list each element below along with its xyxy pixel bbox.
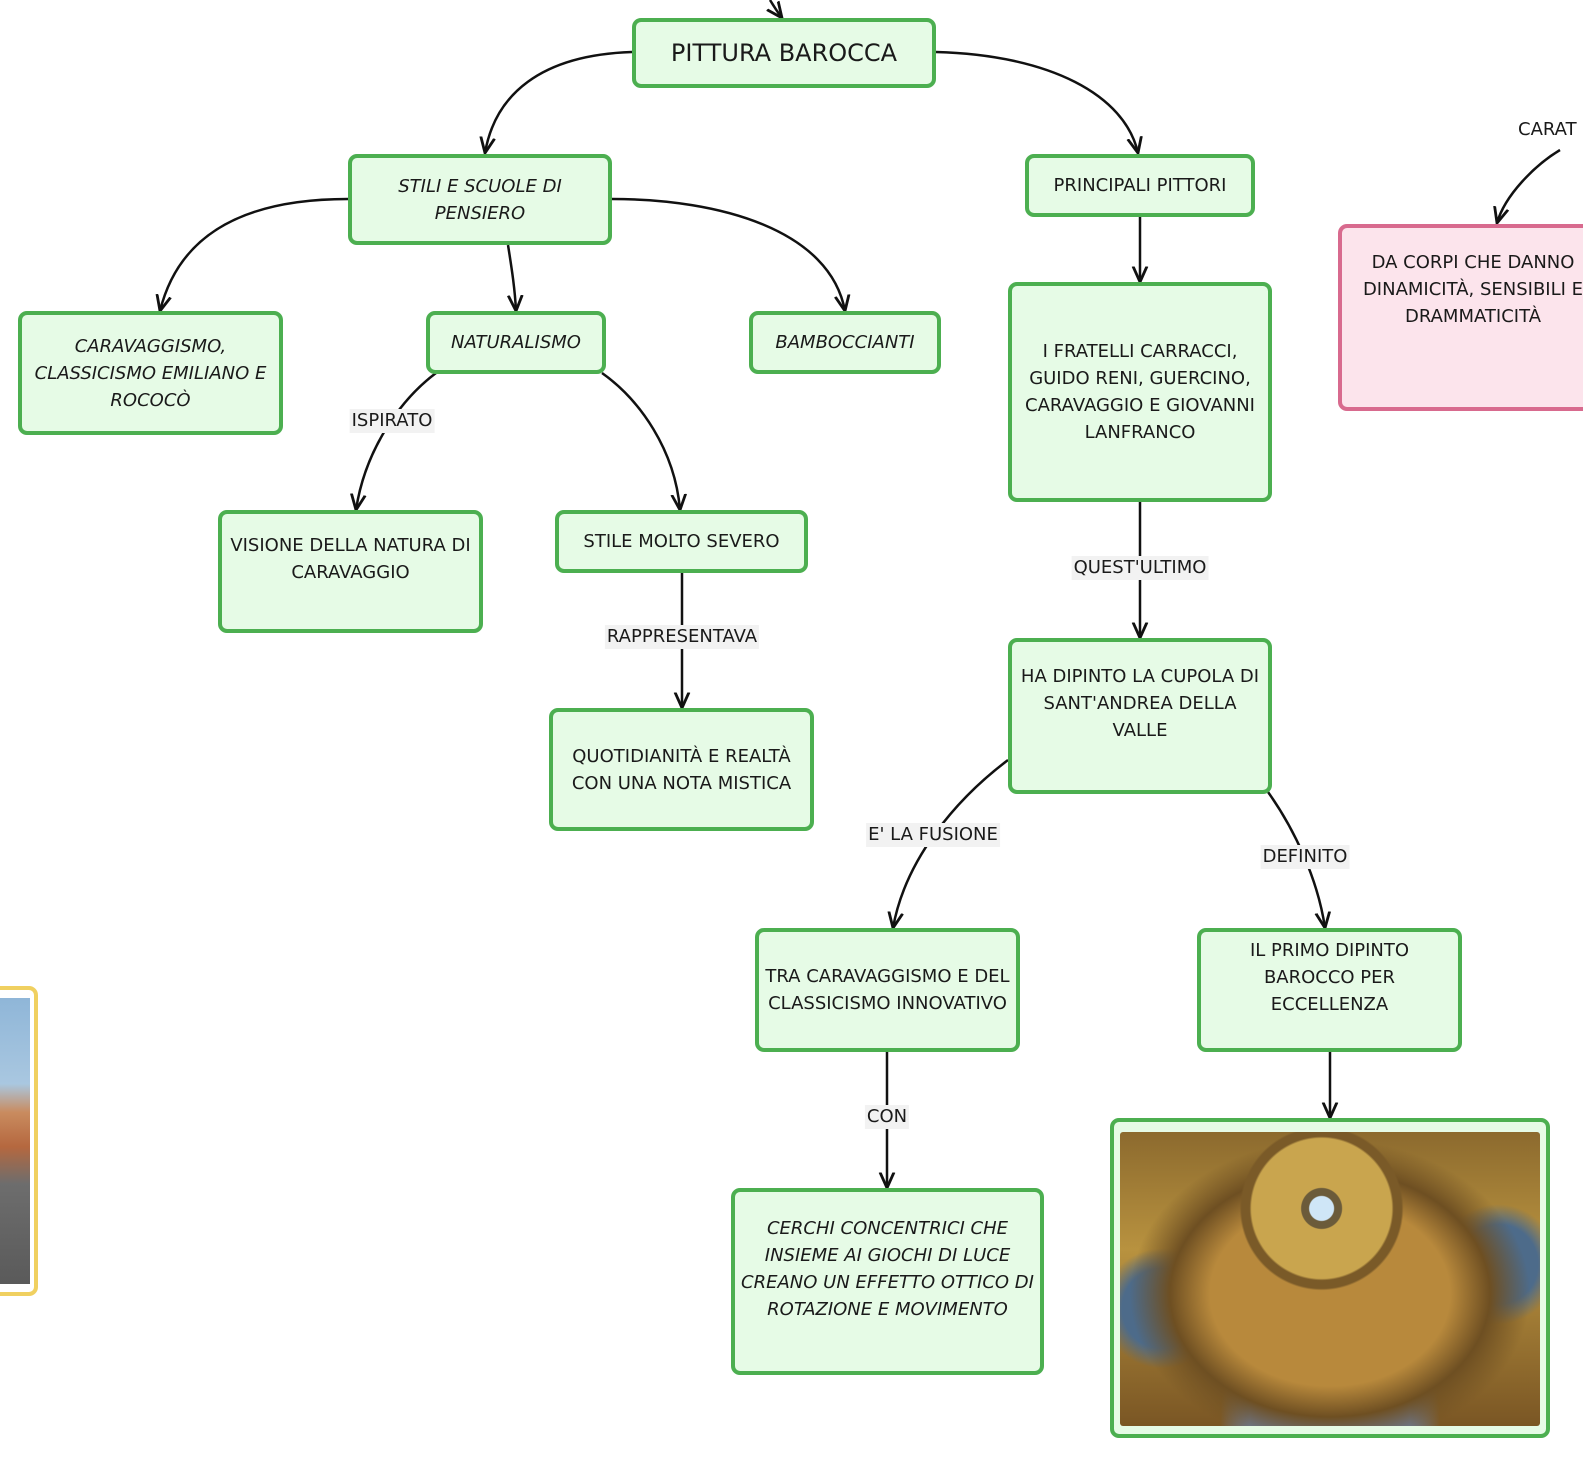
node-naturalismo[interactable]: NATURALISMO xyxy=(426,311,606,374)
edge-label-con: CON xyxy=(864,1105,910,1129)
node-pittura-barocca[interactable]: PITTURA BAROCCA xyxy=(632,18,936,88)
node-visione-natura[interactable]: VISIONE DELLA NATURA DI CARAVAGGIO xyxy=(218,510,483,633)
edge-label-questultimo: QUEST'ULTIMO xyxy=(1071,556,1209,580)
edge-top-incoming xyxy=(770,0,782,18)
node-da-corpi[interactable]: DA CORPI CHE DANNO DINAMICITÀ, SENSIBILI… xyxy=(1338,224,1583,411)
node-fratelli-carracci[interactable]: I FRATELLI CARRACCI, GUIDO RENI, GUERCIN… xyxy=(1008,282,1272,502)
node-quotidianita[interactable]: QUOTIDIANITÀ E REALTÀ CON UNA NOTA MISTI… xyxy=(549,708,814,831)
node-tra-caravaggismo[interactable]: TRA CARAVAGGISMO E DEL CLASSICISMO INNOV… xyxy=(755,928,1020,1052)
node-cupola[interactable]: HA DIPINTO LA CUPOLA DI SANT'ANDREA DELL… xyxy=(1008,638,1272,794)
edge-title-pittori xyxy=(935,50,1138,153)
edge-label-definito: DEFINITO xyxy=(1260,845,1350,869)
edge-label-rappresentava: RAPPRESENTAVA xyxy=(604,625,760,649)
node-cerchi-concentrici[interactable]: CERCHI CONCENTRICI CHE INSIEME AI GIOCHI… xyxy=(731,1188,1044,1375)
node-caravaggismo[interactable]: CARAVAGGISMO, CLASSICISMO EMILIANO E ROC… xyxy=(18,311,283,435)
node-principali-pittori[interactable]: PRINCIPALI PITTORI xyxy=(1025,154,1255,217)
edge-label-fusione: E' LA FUSIONE xyxy=(866,823,1000,847)
node-stile-severo[interactable]: STILE MOLTO SEVERO xyxy=(555,510,808,573)
edge-naturalismo-visione xyxy=(356,372,437,510)
node-left-photo[interactable] xyxy=(0,986,38,1296)
street-image xyxy=(0,998,30,1284)
edge-stili-bamboccianti xyxy=(611,197,845,311)
cupola-dome-image xyxy=(1120,1132,1540,1426)
edge-stili-naturalismo xyxy=(506,244,516,311)
node-bamboccianti[interactable]: BAMBOCCIANTI xyxy=(749,311,941,374)
edge-stili-caravaggismo xyxy=(160,197,349,311)
node-stili-scuole[interactable]: STILI E SCUOLE DI PENSIERO xyxy=(348,154,612,245)
edge-naturalismo-severo xyxy=(601,371,680,510)
edge-label-carat: CARAT xyxy=(1518,119,1577,140)
node-primo-dipinto[interactable]: IL PRIMO DIPINTO BAROCCO PER ECCELLENZA xyxy=(1197,928,1462,1052)
edge-cara-corpi xyxy=(1497,148,1561,223)
edge-title-stili xyxy=(485,50,633,153)
edge-label-ispirato: ISPIRATO xyxy=(349,409,435,433)
node-cupola-photo[interactable] xyxy=(1110,1118,1550,1438)
